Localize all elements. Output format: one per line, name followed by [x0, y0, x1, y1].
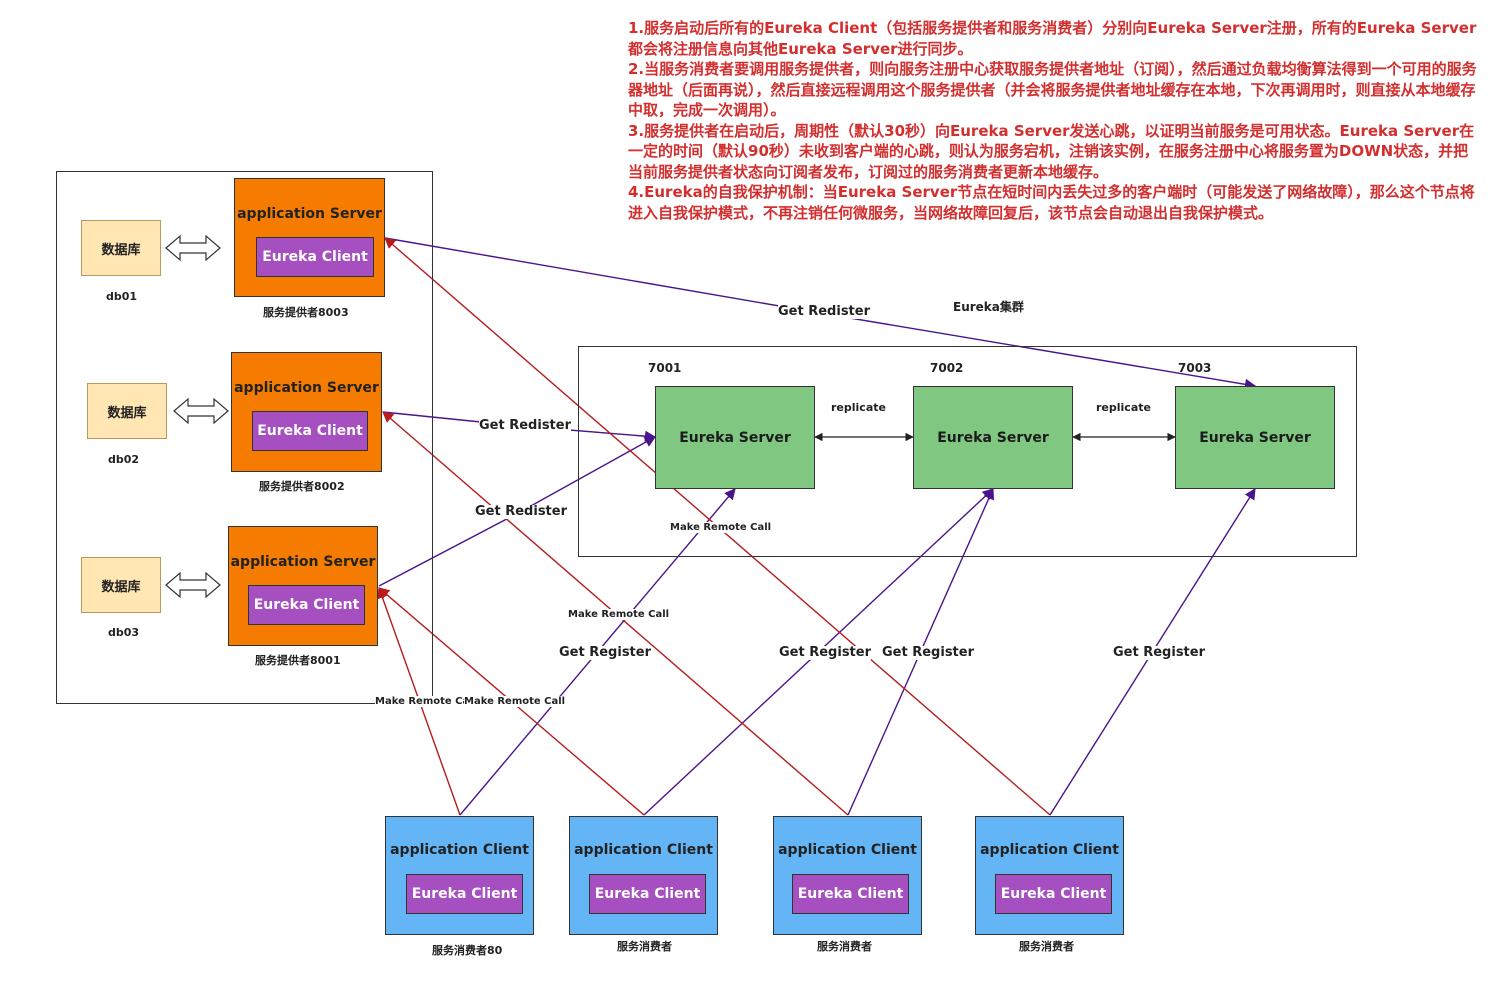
- provider-8002-eureka-client: Eureka Client: [252, 411, 368, 451]
- provider-8001-eureka-client: Eureka Client: [248, 585, 365, 625]
- note-3: 3.服务提供者在启动后，周期性（默认30秒）向Eureka Server发送心跳…: [628, 121, 1475, 181]
- database-db02: 数据库: [87, 383, 167, 439]
- consumer-2-title: application Client: [574, 842, 713, 858]
- server-7003-port: 7003: [1178, 361, 1212, 375]
- consumer-80-caption: 服务消费者80: [432, 944, 503, 957]
- edge-label-get-register-4: Get Register: [1113, 645, 1205, 661]
- provider-8002-app-server: application Server Eureka Client: [231, 352, 382, 472]
- server-7002-port: 7002: [930, 361, 964, 375]
- edge-label-remote-call-right: Make Remote Call: [464, 696, 566, 707]
- edge-label-remote-call-mid: Make Remote Call: [568, 609, 670, 620]
- edge-label-remote-call-left: Make Remote Call: [375, 696, 477, 707]
- provider-8001-title: application Server: [230, 554, 376, 570]
- provider-8003-app-server: application Server Eureka Client: [234, 178, 385, 297]
- cluster-title: Eureka集群: [953, 300, 1024, 314]
- eureka-server-7002: Eureka Server: [913, 386, 1073, 489]
- edge-label-get-register-3: Get Register: [882, 645, 974, 661]
- db03-caption: db03: [108, 626, 140, 639]
- provider-8001-caption: 服务提供者8001: [255, 654, 341, 667]
- edge-label-get-redister-8003: Get Redister: [778, 304, 870, 320]
- provider-8002-title: application Server: [234, 380, 379, 396]
- providers-frame: [56, 171, 433, 704]
- edge-label-get-register-1: Get Register: [559, 645, 651, 661]
- eureka-server-7001: Eureka Server: [655, 386, 815, 489]
- db02-caption: db02: [108, 453, 140, 466]
- consumer-3-caption: 服务消费者: [817, 940, 872, 953]
- provider-8001-app-server: application Server Eureka Client: [228, 526, 378, 646]
- replicate-label-1: replicate: [831, 401, 886, 414]
- consumer-4-eureka-client: Eureka Client: [995, 874, 1112, 914]
- replicate-label-2: replicate: [1096, 401, 1151, 414]
- consumer-3-eureka-client: Eureka Client: [792, 874, 909, 914]
- consumer-3-app-client: application Client Eureka Client: [773, 816, 922, 935]
- consumer-2-app-client: application Client Eureka Client: [569, 816, 718, 935]
- note-4: 4.Eureka的自我保护机制：当Eureka Server节点在短时间内丢失过…: [628, 183, 1475, 222]
- edge-label-get-redister-8002: Get Redister: [479, 418, 571, 434]
- edge-label-get-redister-8001: Get Redister: [475, 504, 567, 520]
- note-1: 1.服务启动后所有的Eureka Client（包括服务提供者和服务消费者）分别…: [628, 19, 1477, 58]
- server-7001-port: 7001: [648, 361, 682, 375]
- eureka-server-7003: Eureka Server: [1175, 386, 1335, 489]
- consumer-80-eureka-client: Eureka Client: [406, 874, 523, 914]
- note-2: 2.当服务消费者要调用服务提供者，则向服务注册中心获取服务提供者地址（订阅），然…: [628, 60, 1477, 119]
- notes-panel: 1.服务启动后所有的Eureka Client（包括服务提供者和服务消费者）分别…: [628, 18, 1478, 223]
- consumer-2-caption: 服务消费者: [617, 940, 672, 953]
- consumer-4-caption: 服务消费者: [1019, 940, 1074, 953]
- edge-label-remote-call-server: Make Remote Call: [670, 522, 772, 533]
- edge-label-get-register-2: Get Register: [779, 645, 871, 661]
- provider-8002-caption: 服务提供者8002: [259, 480, 345, 493]
- consumer-3-title: application Client: [778, 842, 917, 858]
- database-db01: 数据库: [81, 220, 161, 276]
- provider-8003-eureka-client: Eureka Client: [256, 237, 374, 277]
- db01-link-arrow: [165, 234, 221, 262]
- consumer-2-eureka-client: Eureka Client: [589, 874, 706, 914]
- consumer-4-app-client: application Client Eureka Client: [975, 816, 1124, 935]
- db02-link-arrow: [173, 397, 229, 425]
- consumer-80-title: application Client: [390, 842, 529, 858]
- provider-8003-caption: 服务提供者8003: [263, 306, 349, 319]
- consumer-80-app-client: application Client Eureka Client: [385, 816, 534, 935]
- cluster-frame: [578, 346, 1357, 557]
- db01-caption: db01: [106, 290, 138, 303]
- consumer-4-title: application Client: [980, 842, 1119, 858]
- database-db03: 数据库: [81, 557, 161, 613]
- db03-link-arrow: [165, 571, 221, 599]
- provider-8003-title: application Server: [237, 206, 382, 222]
